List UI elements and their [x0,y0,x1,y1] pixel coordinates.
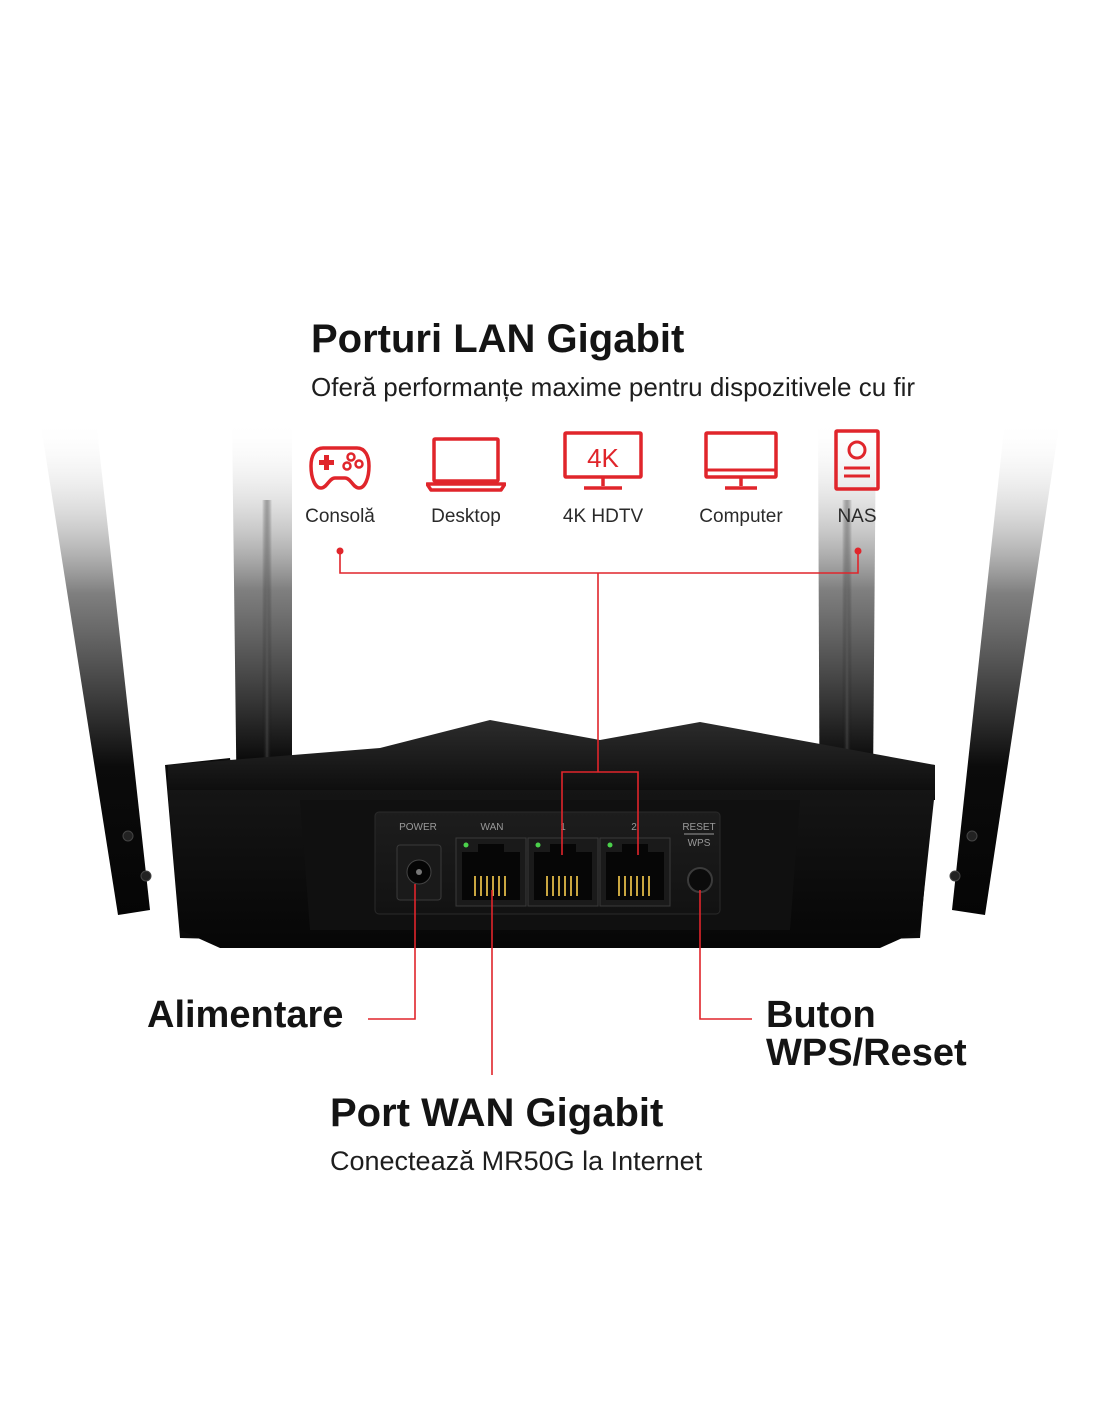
device-label: Desktop [431,506,501,527]
power-jack[interactable] [396,844,442,901]
wan-port-label: WAN [481,822,504,833]
reset-label: RESET [682,822,715,833]
laptop-icon [426,437,506,492]
device-nas: NAS [797,422,917,528]
antenna-rear-left [40,420,150,915]
lan-subtitle: Oferă performanțe maxime pentru dispozit… [311,372,916,402]
power-callout: Alimentare [147,994,344,1036]
monitor-icon [704,431,778,490]
power-callout-line [368,884,416,1020]
button-callout-line [699,890,752,1020]
lan-title: Porturi LAN Gigabit [311,317,685,361]
tv-4k-badge: 4K [587,443,619,473]
device-label: 4K HDTV [562,506,644,527]
antenna-rear-right [952,420,1060,915]
callout-dot-right [854,547,862,555]
device-label: Computer [699,506,783,527]
device-console: Consolă [280,422,400,528]
callout-dot-left [336,547,344,555]
wan-subtitle: Conectează MR50G la Internet [330,1146,703,1176]
device-desktop: Desktop [406,422,526,528]
lan2-port-label: 2 [631,822,637,833]
wps-label: WPS [688,838,711,849]
nas-icon [834,429,880,491]
lan1-port-label: 1 [560,822,566,833]
wps-reset-button[interactable] [687,867,713,893]
power-port-label: POWER [399,822,437,833]
lan2-port[interactable] [599,837,671,907]
tv-4k-icon: 4K [563,431,643,490]
button-callout: Buton WPS/Reset [766,994,967,1074]
device-label: NAS [837,506,877,527]
device-computer: Computer [681,422,801,528]
lan-callout-lines [339,551,859,855]
gamepad-icon [309,446,371,490]
device-label: Consolă [305,506,375,527]
wan-port[interactable] [455,837,527,907]
lan1-port[interactable] [527,837,599,907]
device-4k-hdtv: 4K 4K HDTV [543,422,663,528]
wan-title: Port WAN Gigabit [330,1091,664,1135]
